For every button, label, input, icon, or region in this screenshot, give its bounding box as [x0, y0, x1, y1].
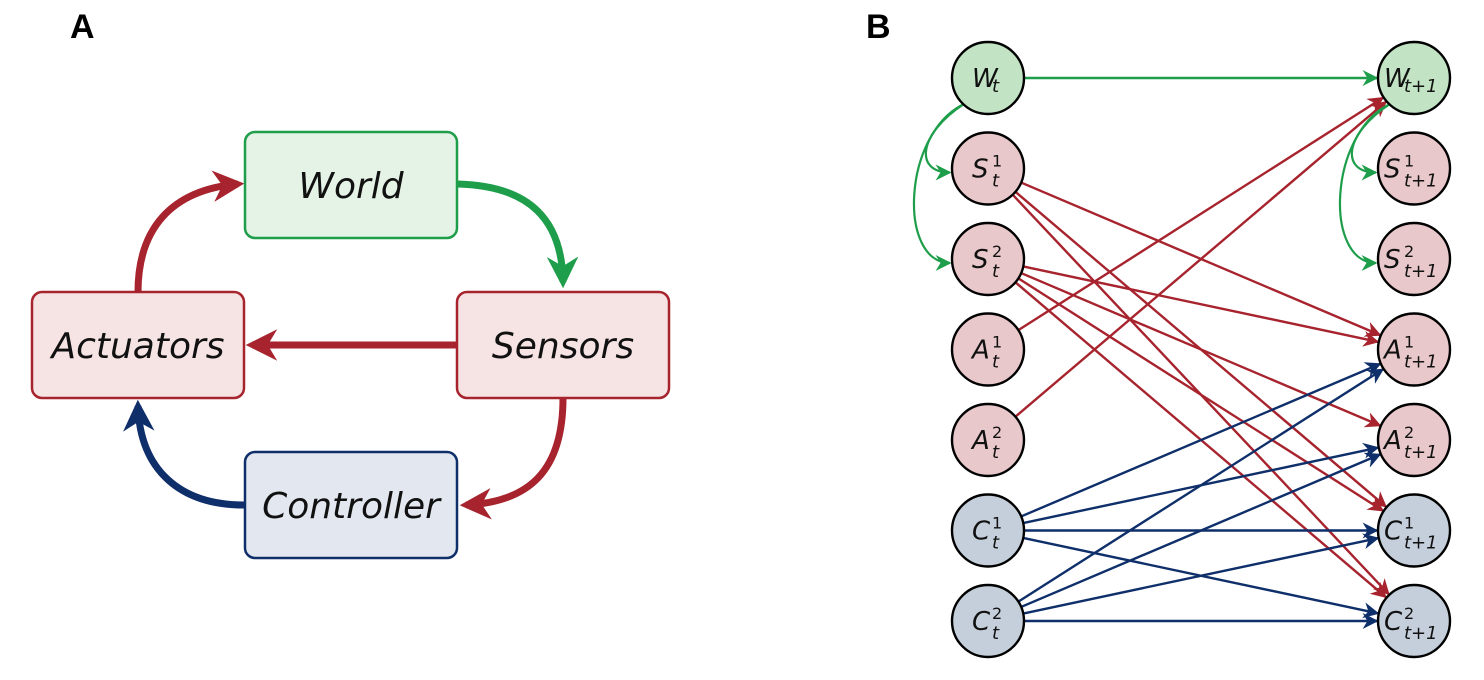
node-superscript: 1 [992, 333, 1002, 352]
node-subscript: t+1 [1404, 623, 1438, 644]
node-superscript: 2 [1404, 423, 1414, 442]
node-circle [950, 221, 1026, 297]
node-subscript: t+1 [1404, 261, 1438, 282]
node-symbol: C [972, 607, 991, 637]
node-circle [950, 402, 1026, 478]
node-circle [1376, 583, 1452, 659]
curved-edge-W_t1-to-S2_t1 [1338, 103, 1391, 271]
node-subscript: t+1 [1404, 533, 1438, 554]
node-symbol: S [1384, 245, 1401, 275]
node-subscript: t+1 [1404, 171, 1438, 192]
node-superscript: 1 [1404, 152, 1414, 171]
node-superscript: 2 [992, 423, 1002, 442]
edge-C2_t-to-A1_t1 [1017, 368, 1385, 603]
node-subscript: t [992, 261, 1000, 282]
curved-edge-W_t1-to-S1_t1 [1350, 103, 1391, 181]
panel-b-letter: B [866, 8, 891, 46]
node-circle [1376, 402, 1452, 478]
node-subscript: t [992, 623, 1000, 644]
edge-C2_t-to-C1_t1 [1022, 533, 1380, 615]
node-symbol: S [972, 155, 989, 185]
node-symbol: C [1384, 517, 1403, 547]
edge-S2_t-to-C1_t1 [1017, 277, 1385, 512]
node-subscript: t+1 [1404, 76, 1438, 97]
node-W_t: Wt [950, 40, 1026, 116]
node-symbol: S [972, 245, 989, 275]
node-superscript: 2 [1404, 242, 1414, 261]
edges-layer [912, 70, 1391, 629]
node-subscript: t [992, 76, 1000, 97]
curved-edge-W_t-to-S1_t [924, 103, 965, 181]
node-superscript: 2 [992, 604, 1002, 623]
node-superscript: 1 [1404, 514, 1414, 533]
node-symbol: S [1384, 155, 1401, 185]
node-superscript: 2 [1404, 604, 1414, 623]
node-subscript: t [992, 352, 1000, 373]
node-circle [1376, 493, 1452, 568]
controller-label: Controller [262, 486, 442, 527]
node-subscript: t [992, 442, 1000, 463]
node-symbol: W [1384, 64, 1411, 94]
node-circle [950, 131, 1026, 206]
edge-C2_t-to-A2_t1 [1020, 452, 1382, 609]
edge-A1_t-to-W_t1 [1017, 96, 1385, 332]
panel-a-letter: A [70, 8, 95, 46]
controller-box: Controller [243, 450, 459, 560]
world-label: World [298, 166, 404, 207]
arrow-sensors-to-controller [459, 397, 567, 520]
node-circle [1376, 131, 1452, 206]
sensors-label: Sensors [492, 326, 634, 367]
edge-C1_t-to-A1_t1 [1020, 362, 1382, 518]
node-circle [950, 40, 1026, 116]
arrow-world-to-sensors [457, 180, 579, 289]
node-circle [1376, 221, 1452, 297]
node-symbol: A [970, 336, 990, 366]
actuators-label: Actuators [49, 326, 224, 367]
node-symbol: A [970, 426, 990, 456]
edge-S1_t-to-A1_t1 [1020, 181, 1382, 337]
node-superscript: 1 [992, 514, 1002, 533]
node-symbol: W [972, 64, 999, 94]
node-circle [1376, 312, 1452, 387]
node-superscript: 1 [992, 152, 1002, 171]
node-symbol: C [972, 517, 991, 547]
edge-S2_t-to-A2_t1 [1020, 271, 1382, 428]
node-W_t1: Wt+1 [1376, 40, 1452, 116]
node-circle [1376, 40, 1452, 116]
actuators-box: Actuators [30, 290, 246, 400]
edge-S2_t-to-A1_t1 [1022, 265, 1380, 347]
node-circle [950, 583, 1026, 659]
node-symbol: A [1382, 426, 1402, 456]
node-circle [950, 493, 1026, 568]
world-box: World [243, 130, 459, 240]
node-superscript: 2 [992, 242, 1002, 261]
sensors-box: Sensors [455, 290, 671, 400]
node-subscript: t [992, 171, 1000, 192]
node-circle [950, 312, 1026, 387]
node-superscript: 1 [1404, 333, 1414, 352]
arrow-controller-to-actuators [123, 399, 245, 509]
arrow-actuators-to-world [134, 170, 245, 293]
node-subscript: t+1 [1404, 352, 1438, 373]
node-subscript: t+1 [1404, 442, 1438, 463]
curved-edge-W_t-to-S2_t [912, 103, 965, 271]
node-subscript: t [992, 533, 1000, 554]
node-symbol: A [1382, 336, 1402, 366]
node-symbol: C [1384, 607, 1403, 637]
